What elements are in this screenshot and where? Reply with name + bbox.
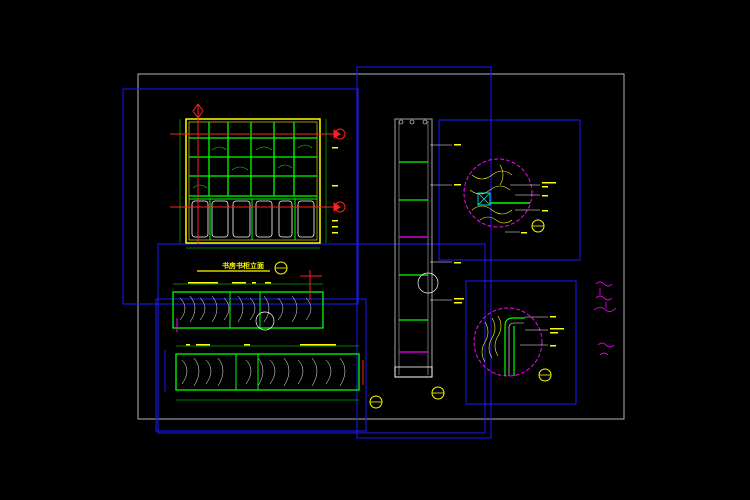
lower-doors-green [189, 198, 317, 240]
level-markers [192, 103, 346, 213]
bookcase-outer-frame [185, 118, 321, 244]
detail-1-tags [521, 182, 556, 234]
plan-lower-outline [175, 353, 360, 391]
plan-lower-tags [186, 344, 336, 346]
detail-1[interactable] [463, 158, 556, 234]
plan-lower-woodgrain [181, 357, 346, 387]
side-leaders [430, 144, 452, 301]
viewport-side-section[interactable] [356, 66, 492, 439]
side-detail-callout [417, 272, 439, 294]
plan-upper[interactable] [172, 270, 324, 332]
plan-upper-outline [172, 291, 324, 329]
viewport-plan-lower[interactable] [155, 298, 367, 432]
level-lines [170, 104, 340, 244]
elevation-title: 书房书柜立面 [222, 261, 264, 270]
detail-1-leaders [505, 184, 540, 233]
plan-upper-dividers [229, 292, 261, 328]
dimension-lines [179, 119, 327, 249]
viewport-detail-2[interactable] [465, 280, 577, 405]
shelf-details [192, 144, 313, 189]
detail-2-profile [504, 317, 525, 376]
detail-1-core [477, 192, 491, 206]
magenta-notes[interactable] [593, 281, 617, 356]
side-shelves-magenta [399, 236, 428, 353]
viewport-bookcase-elevation[interactable] [122, 88, 359, 305]
detail-2-tags [550, 316, 564, 347]
side-shelves [399, 161, 428, 321]
side-top-bolts [398, 119, 428, 125]
viewport-plan-upper[interactable] [157, 243, 486, 434]
detail-2-boundary [473, 307, 543, 377]
detail-2-profile-white [508, 322, 524, 376]
detail-2[interactable] [473, 307, 564, 382]
detail-1-woodgrain [469, 164, 513, 224]
side-leader-tags [454, 144, 464, 304]
plan-upper-woodgrain [179, 295, 312, 323]
detail-1-boundary [463, 158, 533, 228]
plan-lower-dividers [235, 354, 259, 390]
leader-labels [332, 147, 338, 234]
detail-2-leaders [520, 316, 548, 346]
detail-2-woodgrain [481, 315, 502, 363]
side-section[interactable] [394, 118, 464, 400]
lower-cabinet-doors [191, 200, 315, 238]
sheet-frame [137, 73, 625, 420]
viewport-outlines[interactable] [122, 66, 581, 439]
viewport-detail-1[interactable] [438, 119, 581, 261]
bookcase-inner-frame [188, 121, 318, 241]
plan-upper-callout [255, 311, 275, 331]
side-base [394, 366, 433, 378]
plan-lower[interactable] [164, 344, 383, 409]
bookcase-elevation[interactable]: 书房书柜立面 [170, 103, 346, 275]
plan-upper-tags [188, 282, 271, 284]
